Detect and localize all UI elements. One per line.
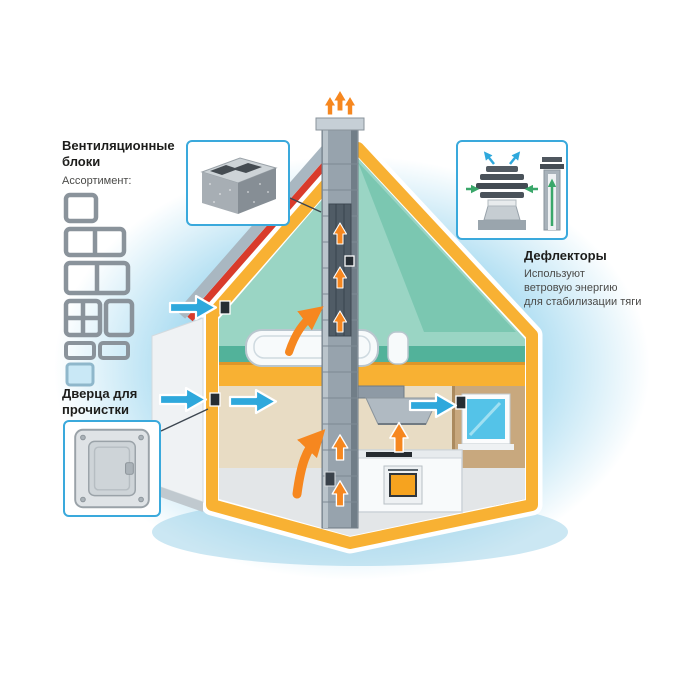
exterior-wall [151,317,204,512]
deflectors-title: Дефлекторы [524,248,607,263]
double-flue-wide-block-icon [63,260,131,296]
highlighted-blue-block-icon [65,362,95,387]
shaft-cap [315,117,365,131]
cleanout-door-image [74,428,150,509]
kitchen-window [458,393,514,450]
callout-connector-lines [160,197,322,432]
deflectors-description: Используют ветровую энергию для стабилиз… [524,268,642,308]
bathroom-airflow-curve-icon [285,306,324,356]
cleanout-door-callout [63,420,161,517]
wall-vent-grille-icon [455,395,467,410]
exhaust-arrow-icon [332,89,348,112]
wall-vent-grille-icon [219,300,231,315]
assortment-label: Ассортимент: [62,175,132,187]
double-flat-block-icon [64,341,130,360]
vent-block-assortment [63,192,135,387]
kitchen-airflow-curve-icon [292,429,326,499]
single-flue-block-icon [63,192,99,224]
quad-flue-and-single-block-icon [63,298,135,338]
double-flue-block-icon [63,226,127,258]
deflector-image [466,151,564,231]
vent-block-callout [186,140,290,226]
airflow-arrows [285,89,409,507]
kitchen-unit [355,385,463,513]
cleanout-door-title: Дверца для прочистки [62,386,138,417]
intake-arrows [158,294,467,419]
concrete-block-image [200,157,278,214]
cleanout-door-on-shaft [324,471,336,487]
door-handle-icon [125,462,134,475]
attic-vent-grille-icon [344,255,355,267]
toilet [387,331,409,365]
vent-blocks-title: Вентиляционные блоки [62,138,175,169]
deflector-callout [456,140,568,240]
wall-vent-grille-icon [209,392,221,407]
